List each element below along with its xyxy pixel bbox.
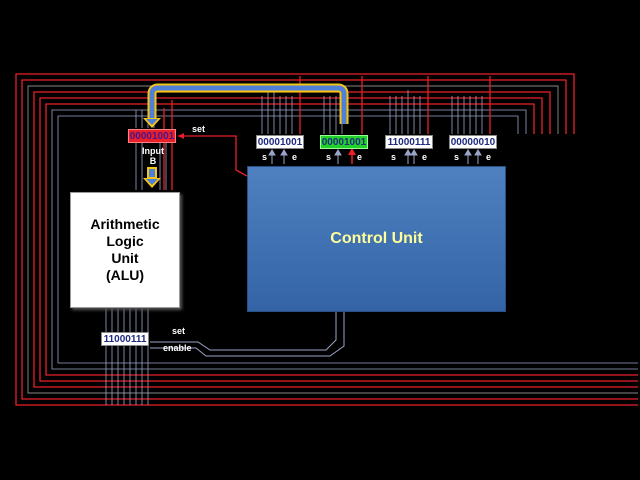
control-unit-block: Control Unit [247,166,506,312]
set-label-r3: s [454,152,460,162]
enable-label-r3: e [486,152,492,162]
set-label-input-b: set [192,124,206,134]
register-r1: 00001001 [320,135,368,149]
accumulator-register: 11000111 [101,332,149,346]
input-b-register: 00001001 [128,129,176,143]
set-label-r2: s [391,152,397,162]
set-label-r0: s [262,152,268,162]
enable-label-acc: enable [163,343,192,353]
register-r0: 00001001 [256,135,304,149]
register-r2: 11000111 [385,135,433,149]
set-label-r1: s [326,152,332,162]
input-b-label: Input B [142,146,164,166]
enable-label-r1: e [357,152,363,162]
register-r3: 00000010 [449,135,497,149]
alu-block: Arithmetic Logic Unit (ALU) [70,192,180,308]
set-label-acc: set [172,326,186,336]
enable-label-r0: e [292,152,298,162]
enable-label-r2: e [422,152,428,162]
